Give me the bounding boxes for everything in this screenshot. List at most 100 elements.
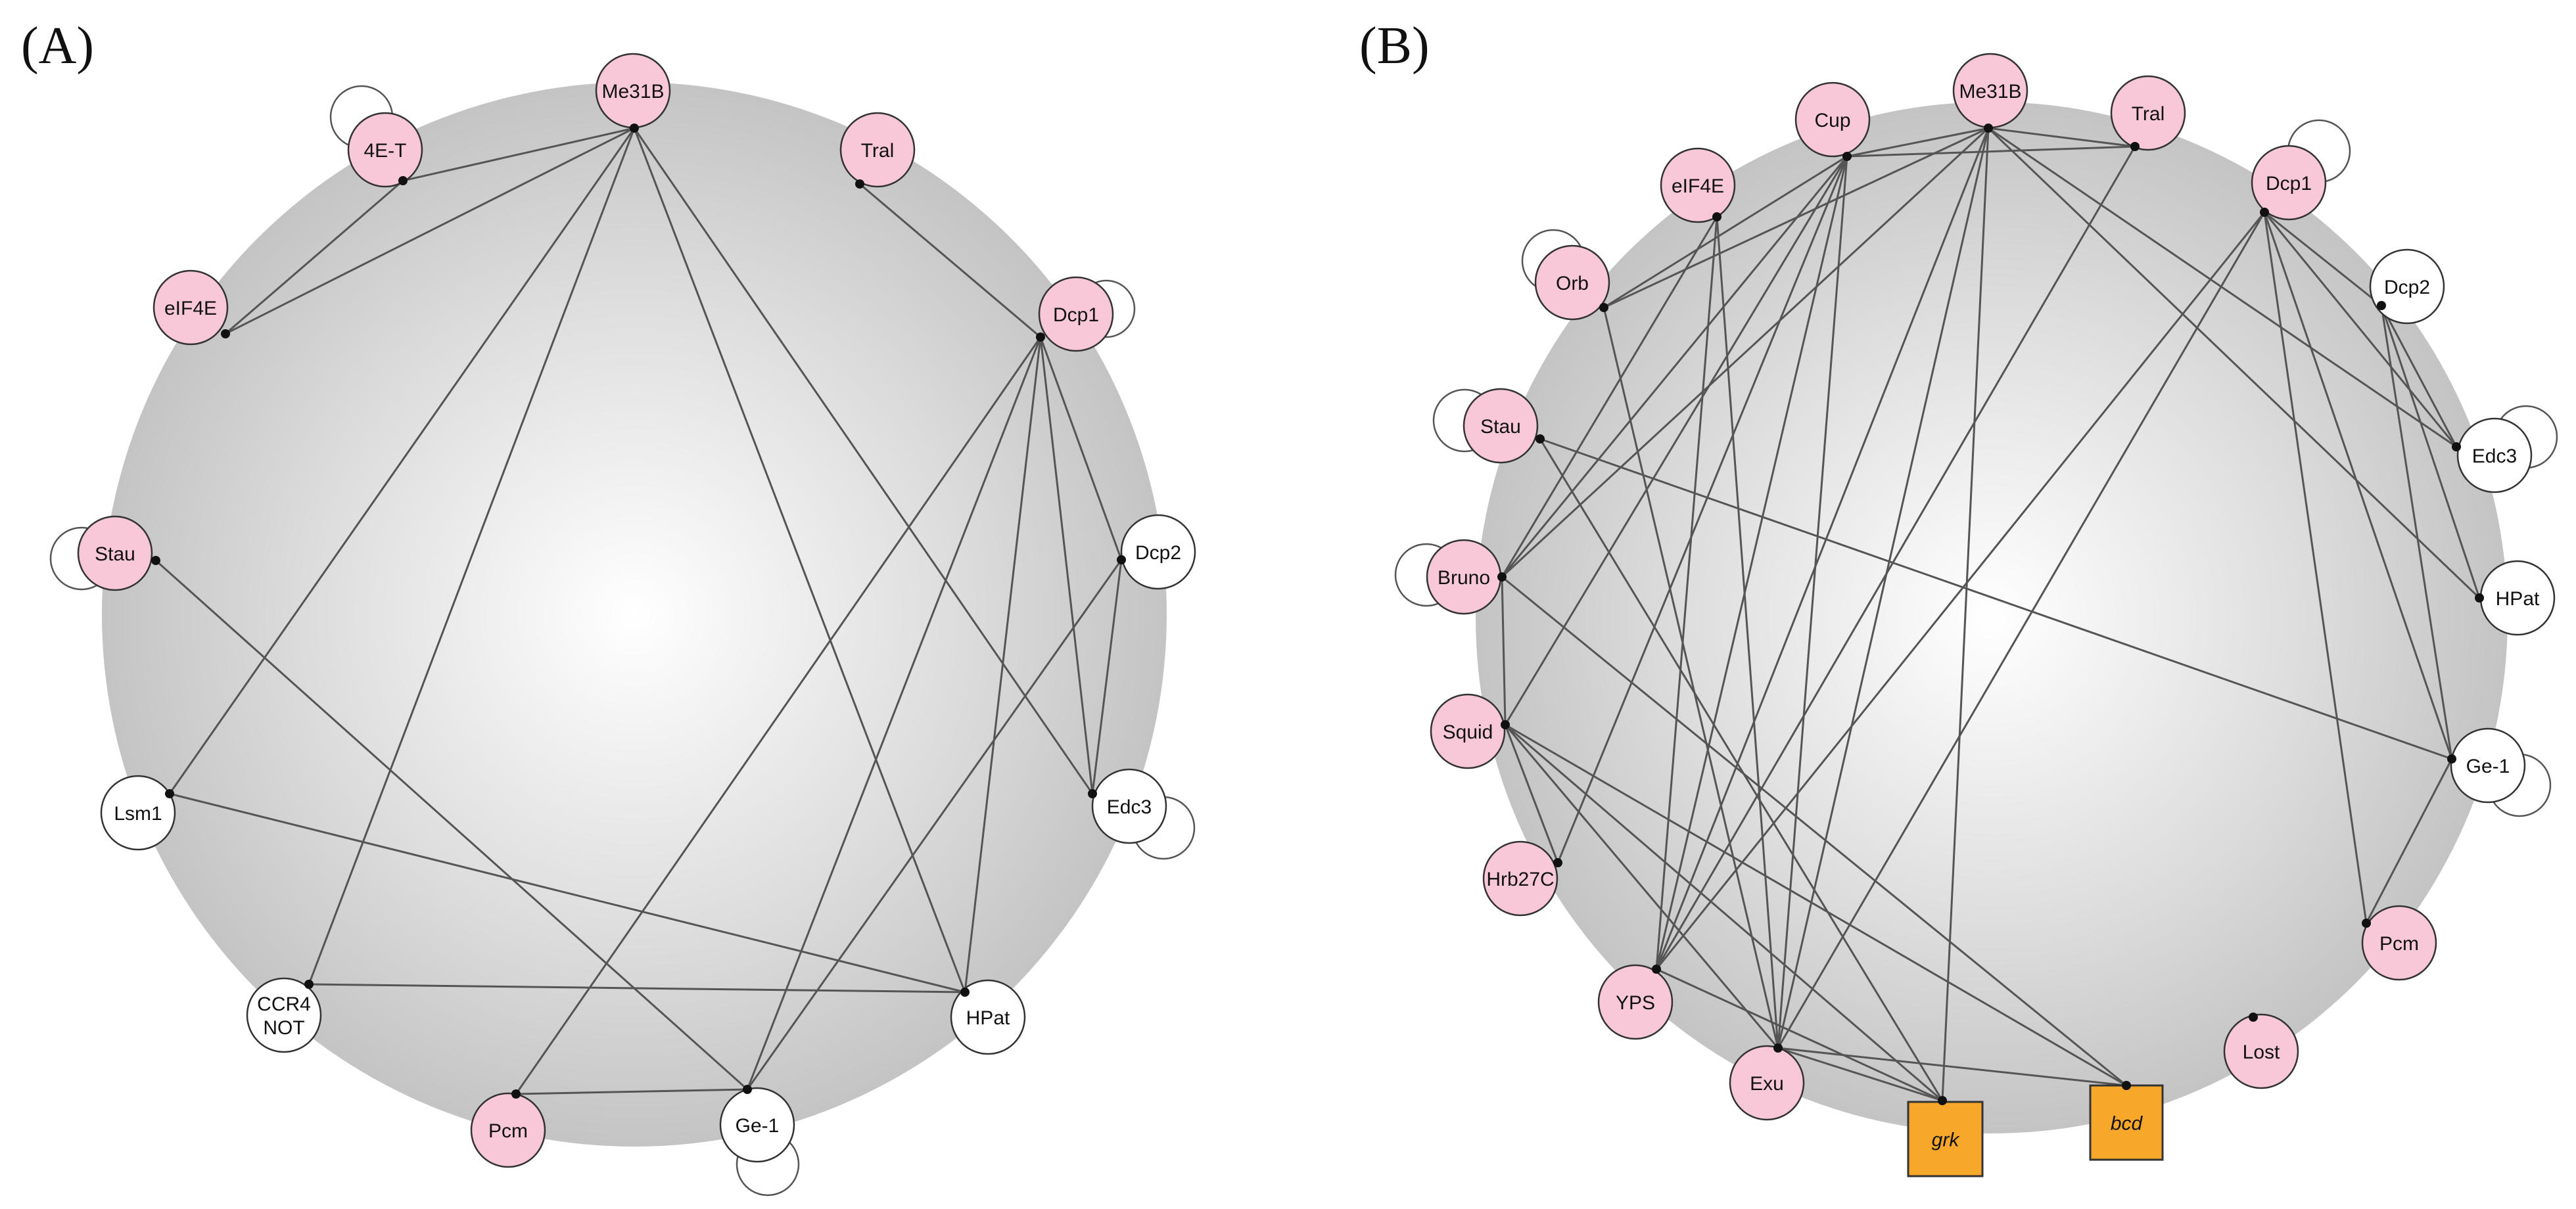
panel-b-node-dcp2-anchor-dot bbox=[2377, 301, 2386, 310]
panel-b-node-me31b-label: Me31B bbox=[1959, 81, 2021, 103]
panel-b-node-hrb27c-label: Hrb27C bbox=[1486, 869, 1554, 890]
panel-b-node-cup-label: Cup bbox=[1814, 110, 1850, 131]
panel-b-node-orb-label: Orb bbox=[1556, 273, 1589, 294]
panel-b-edge-dcp1-pcm bbox=[2263, 212, 2368, 924]
panel-b-edge-eif4e-yps bbox=[1655, 216, 1718, 970]
panel-b-edge-cup-hrb27c bbox=[1557, 156, 1848, 863]
panel-b-node-ge-1-circle bbox=[2450, 727, 2526, 804]
panel-a-node-dcp2-circle bbox=[1120, 514, 1196, 590]
panel-a-node-ccr4-label-2: NOT bbox=[263, 1017, 304, 1039]
panel-a-node-dcp1-anchor-dot bbox=[1036, 332, 1045, 342]
panel-b-edge-squid-grk bbox=[1505, 723, 1943, 1102]
panel-b-edge-me31b-edc3 bbox=[1988, 127, 2457, 448]
panel-a-node-me31b: Me31B bbox=[595, 53, 671, 133]
panel-a-node-edc3-label: Edc3 bbox=[1107, 796, 1152, 818]
panel-b-node-bruno-anchor-dot bbox=[1497, 572, 1507, 582]
panel-a-edge-me31b-lsm1 bbox=[168, 127, 636, 794]
panel-b-edge-yps-grk bbox=[1656, 968, 1943, 1102]
panel-b-nodes: CupMe31BTralDcp1Dcp2Edc3HPatGe-1PcmLostb… bbox=[1394, 53, 2558, 1177]
panel-b-edge-bruno-squid bbox=[1501, 576, 1507, 725]
panel-b-node-yps: YPS bbox=[1597, 964, 1674, 1040]
panel-a-node-hpat-label: HPat bbox=[966, 1007, 1010, 1029]
panel-b-node-hrb27c-circle bbox=[1482, 840, 1558, 917]
panel-b-node-hrb27c: Hrb27C bbox=[1482, 840, 1562, 917]
panel-b-node-dcp1-circle bbox=[2251, 145, 2327, 221]
panel-b-node-grk-anchor-dot bbox=[1938, 1096, 1947, 1105]
panel-b-node-exu: Exu bbox=[1729, 1043, 1805, 1121]
panel-b-edge-stau-grk bbox=[1539, 438, 1944, 1101]
panel-a-edge-me31b-edc3 bbox=[633, 127, 1094, 794]
panel-b-node-stau: Stau bbox=[1432, 388, 1545, 464]
panel-b-node-bcd-label: bcd bbox=[2111, 1113, 2143, 1135]
panel-a-node-ccr4-circle bbox=[246, 977, 322, 1053]
panel-b-edge-bruno-bcd bbox=[1501, 576, 2127, 1087]
panel-b-node-orb: Orb bbox=[1521, 229, 1610, 321]
panel-a-node-ccr4-label-1: CCR4 bbox=[257, 993, 311, 1015]
panel-b-node-exu-circle bbox=[1729, 1045, 1805, 1121]
panel-b-node-dcp2-circle bbox=[2369, 248, 2445, 325]
panel-b-node-yps-anchor-dot bbox=[1652, 965, 1661, 974]
panel-b-edge-me31b-exu bbox=[1777, 127, 1990, 1049]
panel-a-node-eif4e: eIF4E bbox=[152, 269, 230, 346]
panel-b-node-grk: grk bbox=[1907, 1096, 1984, 1177]
panel-a-node-dcp1-circle bbox=[1038, 276, 1114, 352]
panel-b-node-hpat-label: HPat bbox=[2496, 588, 2540, 610]
panel-a-node-lsm1-anchor-dot bbox=[165, 789, 174, 798]
panel-a-node-pcm-circle bbox=[470, 1092, 546, 1168]
panel-b-edge-dcp2-hpat bbox=[2380, 305, 2481, 599]
panel-b-edge-eif4e-bruno bbox=[1501, 216, 1718, 578]
panel-b-node-ge-1-label: Ge-1 bbox=[2466, 756, 2510, 777]
panel-a-node-dcp1-label: Dcp1 bbox=[1053, 304, 1099, 326]
panel-b-edge-exu-bcd bbox=[1777, 1047, 2127, 1087]
panel-a-node-edc3: Edc3 bbox=[1088, 768, 1196, 860]
panel-b-node-orb-anchor-dot bbox=[1599, 303, 1608, 312]
panel-a-node-dcp2-label: Dcp2 bbox=[1135, 542, 1181, 564]
panel-a-node-eif4e-label: eIF4E bbox=[164, 298, 217, 319]
panel-b-node-lost-anchor-dot bbox=[2249, 1013, 2258, 1022]
panel-a-node-tral: Tral bbox=[839, 112, 916, 189]
panel-b-edge-me31b-bruno bbox=[1501, 127, 1990, 578]
panel-a-label: (A) bbox=[21, 17, 94, 75]
panel-b-edge-exu-grk bbox=[1777, 1047, 1943, 1102]
panel-b-node-eif4e-label: eIF4E bbox=[1672, 175, 1724, 197]
panel-b-edge-dcp1-yps bbox=[1655, 212, 2266, 970]
panel-b-node-stau-circle bbox=[1463, 388, 1539, 464]
panel-b-node-squid-circle bbox=[1430, 693, 1506, 769]
panel-b-edge-cup-orb bbox=[1603, 155, 1848, 309]
panel-a-node-lsm1-circle bbox=[100, 775, 176, 851]
panel-a-node-4e-t: 4E-T bbox=[329, 85, 423, 188]
panel-b-edge-dcp2-edc3 bbox=[2380, 305, 2458, 447]
panel-a-edge-pcm-ge-1 bbox=[515, 1088, 748, 1095]
panel-a-node-dcp1: Dcp1 bbox=[1036, 276, 1136, 352]
panel-a-node-ccr4-anchor-dot bbox=[304, 980, 314, 989]
panel-b-edge-dcp1-exu bbox=[1777, 212, 2266, 1049]
panel-b-edge-me31b-grk bbox=[1941, 127, 1990, 1101]
panel-a-edge-dcp1-hpat bbox=[964, 336, 1042, 993]
panel-b-node-ge-1: Ge-1 bbox=[2447, 727, 2552, 817]
panel-b-node-tral: Tral bbox=[2110, 75, 2186, 151]
panel-a-edge-stau-ge-1 bbox=[154, 559, 749, 1091]
panel-b-node-eif4e-circle bbox=[1660, 147, 1736, 223]
panel-b-node-bcd-anchor-dot bbox=[2122, 1081, 2131, 1090]
panel-b-node-eif4e: eIF4E bbox=[1660, 147, 1736, 223]
panel-b-node-stau-label: Stau bbox=[1480, 416, 1521, 438]
panel-b-node-dcp1-label: Dcp1 bbox=[2266, 173, 2312, 194]
panel-b-edge-orb-exu bbox=[1603, 307, 1779, 1049]
panel-a-node-hpat: HPat bbox=[950, 979, 1026, 1055]
panel-a-node-hpat-anchor-dot bbox=[960, 988, 970, 997]
panel-a-node-stau-circle bbox=[77, 515, 153, 591]
panel-a-node-lsm1: Lsm1 bbox=[100, 775, 176, 851]
panel-b-node-grk-label: grk bbox=[1932, 1129, 1961, 1151]
panel-a-node-ge-1: Ge-1 bbox=[719, 1085, 800, 1197]
panel-b-node-tral-anchor-dot bbox=[2130, 142, 2140, 151]
panel-b-node-squid-label: Squid bbox=[1443, 721, 1493, 743]
panel-b-edge-cup-squid bbox=[1504, 156, 1848, 725]
panel-b-node-dcp2-label: Dcp2 bbox=[2384, 277, 2430, 298]
panel-b-node-pcm-anchor-dot bbox=[2362, 919, 2371, 928]
panel-a-edge-dcp1-edc3 bbox=[1039, 336, 1094, 794]
panel-a-nodes: Me31BTralDcp1Dcp2Edc3HPatGe-1PcmCCR4NOTL… bbox=[49, 53, 1196, 1197]
panel-a-node-me31b-anchor-dot bbox=[630, 124, 639, 133]
panel-a-node-edc3-circle bbox=[1091, 768, 1167, 844]
panel-b-edge-ge-1-stau bbox=[1539, 438, 2452, 760]
panel-a-node-hpat-circle bbox=[950, 979, 1026, 1055]
